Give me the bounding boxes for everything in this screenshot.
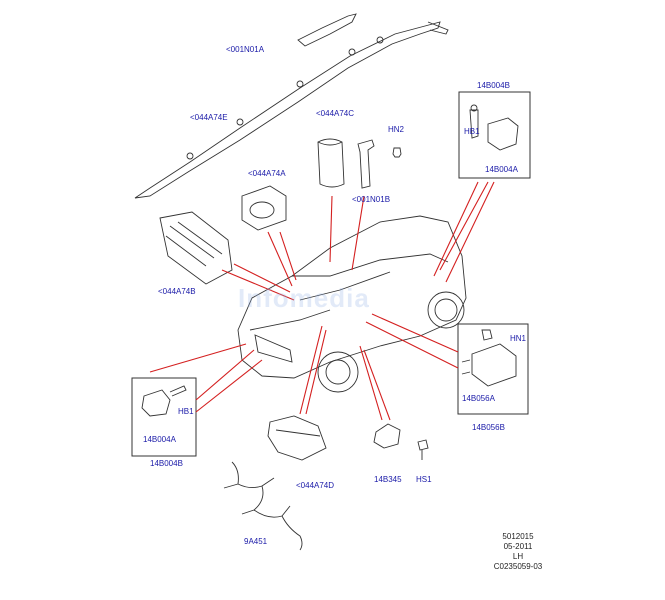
leader-line <box>363 349 391 421</box>
nut-hn2 <box>392 147 402 158</box>
sensor-14b345 <box>373 423 401 449</box>
leader-line <box>351 195 365 271</box>
ref-side: LH <box>512 552 524 561</box>
detail-box-top-right <box>458 91 531 179</box>
leader-line <box>439 181 489 271</box>
label-9a451: 9A451 <box>244 537 268 546</box>
label-001n01b: <001N01B <box>352 195 391 204</box>
leader-line <box>445 181 495 283</box>
airbag-044a74d <box>267 415 327 461</box>
leader-line <box>329 195 333 263</box>
label-001n01a: <001N01A <box>226 45 265 54</box>
leader-line <box>267 231 293 287</box>
watermark-text: Infomedia <box>238 283 370 313</box>
label-044a74a: <044A74A <box>248 169 286 178</box>
label-hb1-bottom: HB1 <box>178 407 194 416</box>
leader-line <box>433 181 479 277</box>
sensor-14b004a-top <box>487 117 519 151</box>
reference-block: 5012015 05-2011 LH C0235059-03 <box>490 532 546 572</box>
label-044a74c: <044A74C <box>316 109 355 118</box>
leader-line <box>299 325 323 415</box>
bracket-001n01b <box>357 139 375 189</box>
screw-hs1 <box>417 439 429 460</box>
vehicle-outline <box>237 215 467 379</box>
leader-line <box>195 349 255 401</box>
label-14b004a-top: 14B004A <box>485 165 518 174</box>
sensor-14b004a-bottom <box>141 389 171 417</box>
harness-9a451 <box>223 461 303 551</box>
label-14b004b-bottom: 14B004B <box>150 459 183 468</box>
leader-line <box>279 231 297 281</box>
ref-illustration-id: C0235059-03 <box>493 562 543 571</box>
label-hn1: HN1 <box>510 334 527 343</box>
airbag-044a74a <box>241 185 287 231</box>
label-14b004a-bottom: 14B004A <box>143 435 176 444</box>
leader-line <box>195 359 263 413</box>
label-hs1: HS1 <box>416 475 432 484</box>
label-044a74e: <044A74E <box>190 113 228 122</box>
label-044a74b: <044A74B <box>158 287 196 296</box>
side-airbag-cylinder <box>317 138 345 188</box>
detail-box-bottom-left <box>131 377 197 457</box>
label-044a74d: <044A74D <box>296 481 335 490</box>
control-module-14b056a <box>471 343 517 387</box>
label-14b056a: 14B056A <box>462 394 495 403</box>
curtain-airbag-long <box>134 21 441 199</box>
leader-line <box>233 263 291 293</box>
leader-line <box>371 313 459 353</box>
ref-date: 05-2011 <box>503 542 533 551</box>
label-hb1-top: HB1 <box>464 127 480 136</box>
label-14b345: 14B345 <box>374 475 402 484</box>
airbag-044a74b <box>159 211 233 285</box>
label-14b004b-top: 14B004B <box>477 81 510 90</box>
leader-line <box>359 345 383 421</box>
leader-line <box>305 329 327 415</box>
label-14b056b: 14B056B <box>472 423 505 432</box>
leader-line <box>365 321 459 369</box>
label-hn2: HN2 <box>388 125 405 134</box>
detail-box-right <box>457 323 529 415</box>
ref-code: 5012015 <box>502 532 534 541</box>
leader-line <box>221 269 295 301</box>
curtain-airbag-small <box>297 13 357 47</box>
leader-line <box>149 343 247 373</box>
